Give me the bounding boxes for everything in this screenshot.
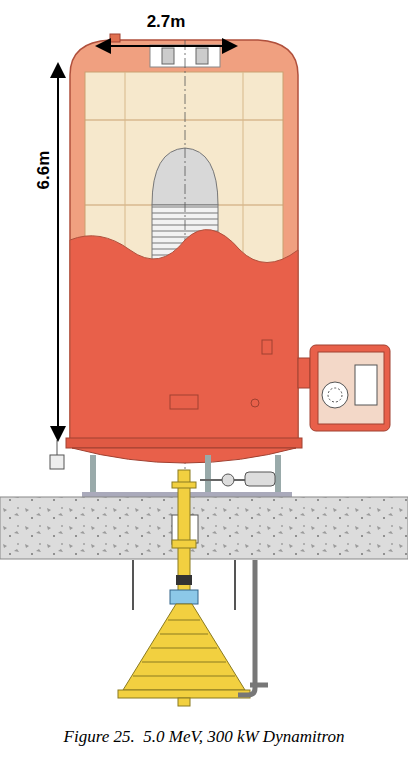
dimension-label: 6.6m: [34, 149, 54, 192]
dimension-label: 2.7m: [145, 12, 188, 32]
figure-caption: Figure 25. 5.0 MeV, 300 kW Dynamitron: [64, 727, 345, 747]
